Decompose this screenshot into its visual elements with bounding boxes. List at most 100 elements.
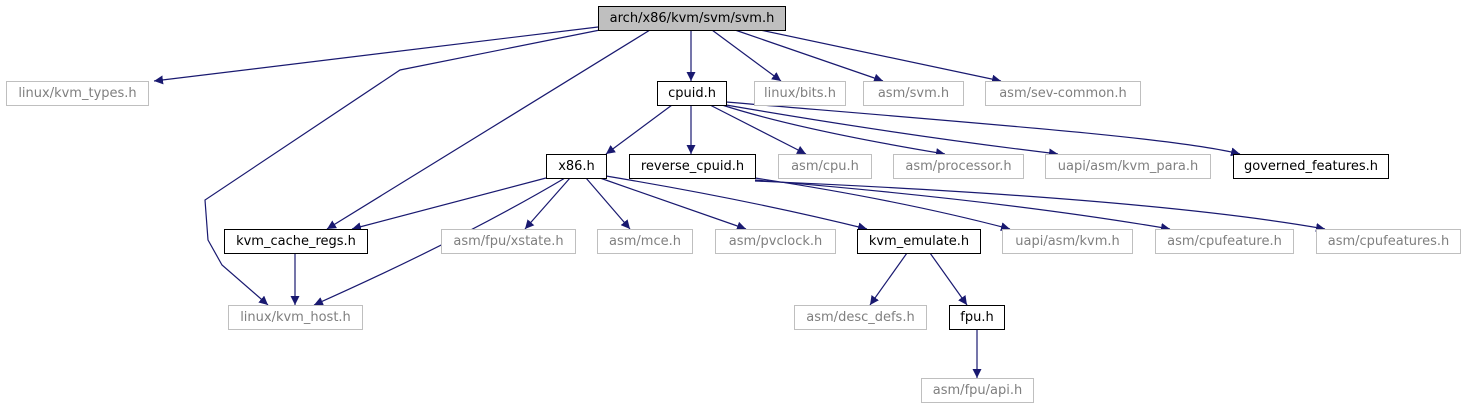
edge-cpuid_h-to-x86_h bbox=[605, 104, 673, 155]
edge-line bbox=[711, 29, 782, 82]
node-label: asm/fpu/xstate.h bbox=[453, 234, 563, 249]
edge-line bbox=[599, 177, 747, 231]
node-label: reverse_cpuid.h bbox=[641, 159, 744, 174]
node-label: uapi/asm/kvm_para.h bbox=[1058, 159, 1199, 174]
node-label: x86.h bbox=[558, 159, 595, 174]
edge-x86_h-to-asm_fpu_xstate_h bbox=[524, 177, 571, 230]
node-asm-svm-h: asm/svm.h bbox=[863, 81, 964, 106]
node-label: uapi/asm/kvm.h bbox=[1015, 234, 1120, 249]
edge-kvm_emulate_h-to-fpu_h bbox=[929, 252, 968, 306]
node-asm-cpu-h: asm/cpu.h bbox=[778, 154, 872, 179]
node-linux-kvm-types-h: linux/kvm_types.h bbox=[6, 81, 149, 106]
edge-line bbox=[754, 180, 1326, 232]
edge-line bbox=[754, 179, 1171, 232]
node-label: asm/mce.h bbox=[609, 234, 681, 249]
node-label: kvm_cache_regs.h bbox=[236, 234, 356, 249]
node-box bbox=[715, 229, 836, 254]
node-box bbox=[921, 378, 1034, 403]
node-governed-features-h[interactable]: governed_features.h bbox=[1233, 154, 1389, 179]
node-box bbox=[546, 154, 607, 179]
node-box bbox=[778, 154, 872, 179]
edge-svm_h-to-linux_kvm_host_h bbox=[204, 29, 601, 306]
edge-line bbox=[605, 175, 868, 232]
edge-line bbox=[759, 29, 1002, 84]
node-svm-h: arch/x86/kvm/svm/svm.h bbox=[598, 6, 786, 31]
node-fpu-h[interactable]: fpu.h bbox=[949, 305, 1005, 330]
node-label: linux/kvm_host.h bbox=[240, 310, 351, 325]
edge-cpuid_h-to-governed_features_h bbox=[725, 101, 1241, 157]
edges-layer bbox=[153, 26, 1326, 378]
edge-line bbox=[585, 177, 631, 230]
node-cpuid-h[interactable]: cpuid.h bbox=[657, 81, 727, 106]
node-label: asm/pvclock.h bbox=[729, 234, 823, 249]
node-label: arch/x86/kvm/svm/svm.h bbox=[610, 11, 775, 26]
node-asm-fpu-xstate-h: asm/fpu/xstate.h bbox=[441, 229, 576, 254]
node-box bbox=[228, 305, 363, 330]
node-box bbox=[657, 81, 727, 106]
node-reverse-cpuid-h[interactable]: reverse_cpuid.h bbox=[629, 154, 756, 179]
edge-cpuid_h-to-asm_processor_h bbox=[721, 104, 946, 157]
node-label: cpuid.h bbox=[668, 86, 716, 101]
node-asm-processor-h: asm/processor.h bbox=[893, 154, 1024, 179]
node-box bbox=[224, 229, 368, 254]
node-box bbox=[857, 229, 981, 254]
edge-svm_h-to-linux_bits_h bbox=[711, 29, 782, 82]
node-uapi-asm-kvm-para-h: uapi/asm/kvm_para.h bbox=[1045, 154, 1211, 179]
edge-line bbox=[869, 252, 908, 306]
edge-line bbox=[754, 177, 1011, 232]
edge-svm_h-to-asm_sev_common_h bbox=[759, 29, 1002, 84]
node-uapi-asm-kvm-h: uapi/asm/kvm.h bbox=[1002, 229, 1133, 254]
edge-reverse_cpuid_h-to-asm_cpufeatures_h bbox=[754, 180, 1326, 232]
node-label: governed_features.h bbox=[1244, 159, 1378, 174]
node-linux-bits-h: linux/bits.h bbox=[754, 81, 846, 106]
node-label: asm/desc_defs.h bbox=[806, 310, 914, 325]
edge-svm_h-to-asm_svm_h bbox=[734, 29, 884, 83]
node-box bbox=[863, 81, 964, 106]
node-box bbox=[1155, 229, 1294, 254]
edge-reverse_cpuid_h-to-uapi_asm_kvm_h bbox=[754, 177, 1011, 232]
edge-line bbox=[326, 29, 651, 230]
node-asm-fpu-api-h: asm/fpu/api.h bbox=[921, 378, 1034, 403]
node-box bbox=[1002, 229, 1133, 254]
node-box bbox=[598, 6, 786, 31]
nodes-layer: arch/x86/kvm/svm/svm.h linux/kvm_types.h c… bbox=[6, 6, 1461, 403]
edge-line bbox=[605, 104, 673, 155]
node-box bbox=[629, 154, 756, 179]
edge-line bbox=[709, 104, 807, 155]
node-label: fpu.h bbox=[960, 310, 993, 325]
node-label: linux/kvm_types.h bbox=[18, 86, 136, 101]
node-label: asm/processor.h bbox=[905, 159, 1011, 174]
node-label: asm/cpufeatures.h bbox=[1328, 234, 1450, 249]
node-label: kvm_emulate.h bbox=[869, 234, 969, 249]
node-box bbox=[6, 81, 149, 106]
edge-line bbox=[153, 26, 599, 85]
node-asm-cpufeature-h: asm/cpufeature.h bbox=[1155, 229, 1294, 254]
edge-x86_h-to-asm_pvclock_h bbox=[599, 177, 747, 231]
node-box bbox=[893, 154, 1024, 179]
edge-line bbox=[725, 104, 1059, 158]
node-linux-kvm-host-h: linux/kvm_host.h bbox=[228, 305, 363, 330]
node-kvm-cache-regs-h[interactable]: kvm_cache_regs.h bbox=[224, 229, 368, 254]
node-box bbox=[441, 229, 576, 254]
edge-kvm_emulate_h-to-asm_desc_defs_h bbox=[869, 252, 908, 306]
edge-x86_h-to-kvm_emulate_h bbox=[605, 175, 868, 232]
edge-reverse_cpuid_h-to-asm_cpufeature_h bbox=[754, 179, 1171, 232]
edge-x86_h-to-kvm_cache_regs_h bbox=[351, 177, 547, 232]
node-box bbox=[1233, 154, 1389, 179]
node-box bbox=[1045, 154, 1211, 179]
edge-line bbox=[929, 252, 968, 306]
node-kvm-emulate-h[interactable]: kvm_emulate.h bbox=[857, 229, 981, 254]
edge-line bbox=[721, 104, 946, 157]
node-asm-pvclock-h: asm/pvclock.h bbox=[715, 229, 836, 254]
node-box bbox=[754, 81, 846, 106]
node-box bbox=[1316, 229, 1461, 254]
edge-x86_h-to-asm_mce_h bbox=[585, 177, 631, 230]
node-label: asm/cpu.h bbox=[791, 159, 859, 174]
node-label: asm/svm.h bbox=[878, 86, 949, 101]
node-label: asm/sev-common.h bbox=[999, 86, 1127, 101]
node-x86-h[interactable]: x86.h bbox=[546, 154, 607, 179]
node-box bbox=[949, 305, 1005, 330]
edge-line bbox=[734, 29, 884, 83]
node-asm-sev-common-h: asm/sev-common.h bbox=[985, 81, 1141, 106]
